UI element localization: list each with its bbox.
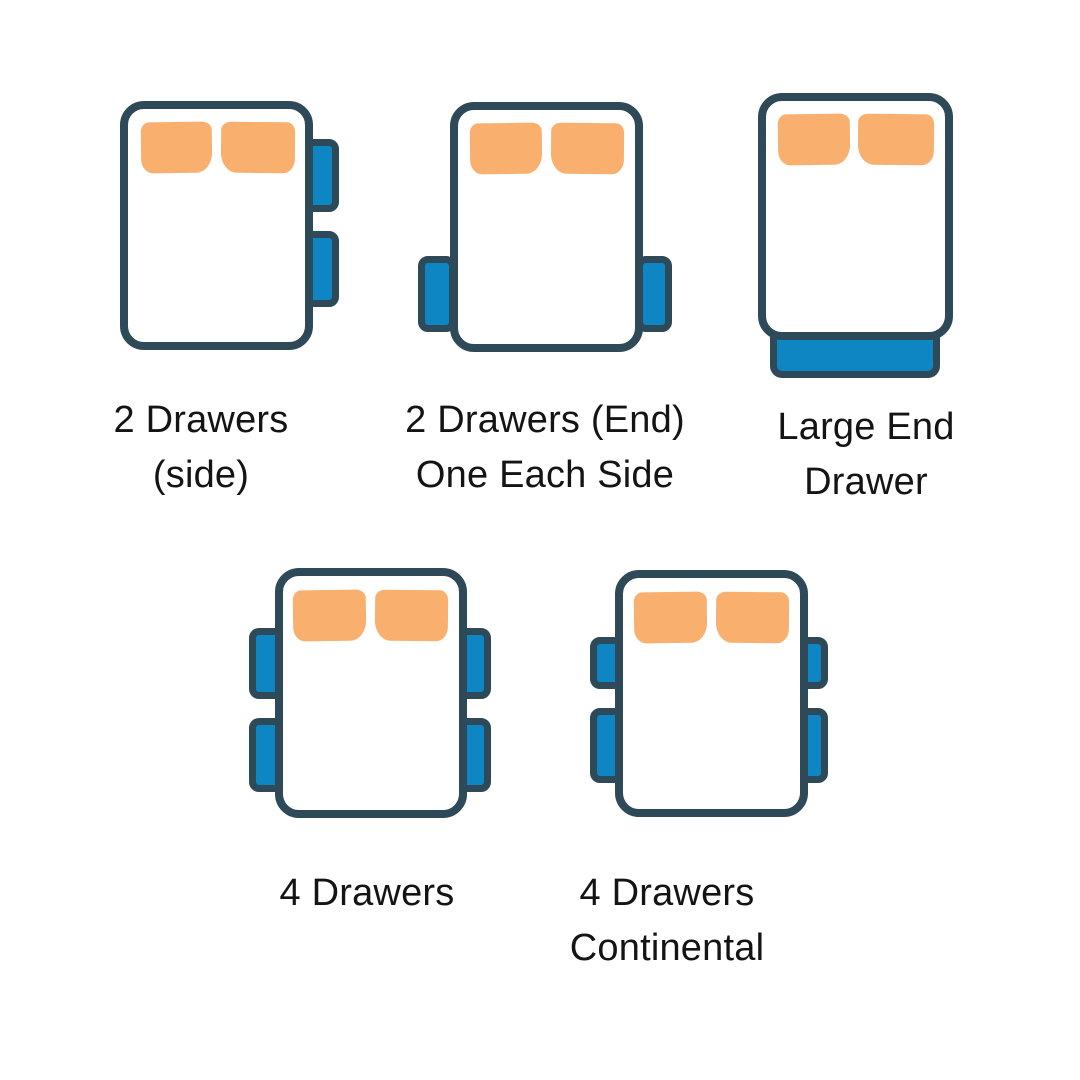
pillow-left <box>633 591 708 644</box>
pillow-right <box>374 589 449 642</box>
figure-label-line: Continental <box>569 927 765 969</box>
figure-label: 2 Drawers (End) One Each Side <box>385 393 705 503</box>
figure-label-line: One Each Side <box>415 454 675 496</box>
drawer-left <box>418 256 456 332</box>
pillow-right <box>550 122 625 175</box>
figure-label: 2 Drawers (side) <box>41 393 361 503</box>
figure-label-line: 4 Drawers <box>279 872 455 914</box>
figure-label-line: Drawer <box>804 461 928 503</box>
figure-label: 4 Drawers Continental <box>507 866 827 976</box>
figure-label-line: (side) <box>152 454 250 496</box>
figure-label: 4 Drawers <box>207 866 527 921</box>
pillow-left <box>777 113 851 166</box>
figure-label-line: 2 Drawers <box>113 399 289 441</box>
pillow-right <box>220 121 296 174</box>
pillow-right <box>715 591 790 644</box>
figure-label-line: 2 Drawers (End) <box>405 399 685 441</box>
pillow-left <box>292 589 367 642</box>
pillow-left <box>469 122 543 175</box>
pillow-right <box>857 113 935 166</box>
figure-label-line: 4 Drawers <box>579 872 755 914</box>
pillow-left <box>140 121 213 174</box>
figure-label-line: Large End <box>777 406 955 448</box>
figure-label: Large End Drawer <box>706 400 1026 510</box>
